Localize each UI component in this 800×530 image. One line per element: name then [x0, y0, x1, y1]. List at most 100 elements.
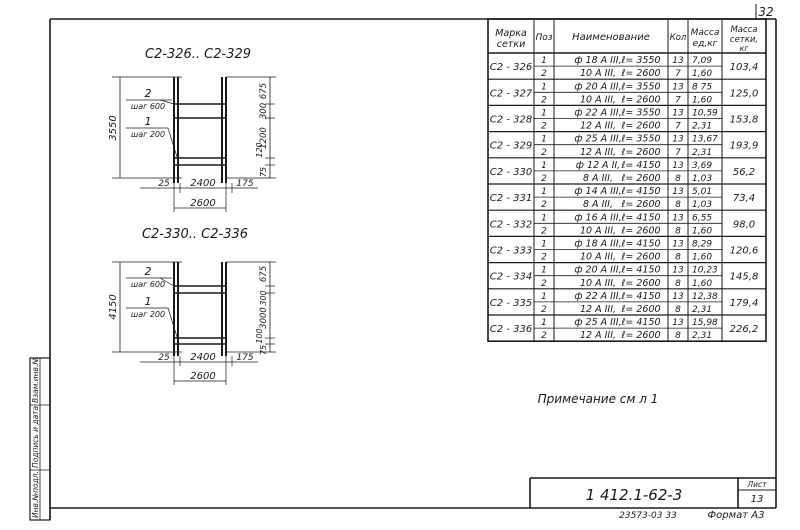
cell-diameter: 8 А III, — [583, 199, 613, 210]
dim-bottom-right-2: 3000 — [259, 307, 269, 329]
cell-diameter: ф 14 А III, — [574, 186, 621, 197]
mesh-diagram-top: С2-326.. С2-329 3550 675 300 1200 120 75… — [108, 47, 276, 212]
cell-quantity: 13 — [672, 135, 684, 145]
cell-unit-mass: 1,60 — [692, 279, 712, 289]
cell-length: ℓ= 2600 — [621, 330, 660, 341]
cell-diameter: 12 А III, — [580, 121, 616, 132]
cell-position: 2 — [541, 305, 547, 315]
cell-position: 2 — [541, 331, 547, 341]
cell-unit-mass: 13,67 — [692, 135, 718, 145]
header-unit-mass-line2: ед,кг — [693, 39, 718, 49]
label-bottom-position-1-step: шаг 200 — [131, 310, 165, 319]
cell-mark: С2 - 330 — [490, 167, 532, 178]
cell-quantity: 8 — [675, 253, 681, 263]
dim-top-right-4: 75 — [259, 167, 268, 177]
cell-diameter: ф 25 А III, — [574, 317, 621, 328]
cell-length: ℓ= 4150 — [621, 291, 660, 302]
cell-quantity: 8 — [675, 200, 681, 210]
cell-position: 1 — [541, 266, 547, 276]
dim-top-bottom-left: 25 — [158, 179, 170, 189]
cell-position: 2 — [541, 148, 547, 158]
label-bottom-position-2: 2 — [145, 265, 152, 278]
cell-diameter: ф 20 А III, — [574, 81, 621, 92]
header-name: Наименование — [572, 32, 650, 43]
cell-position: 2 — [541, 253, 547, 263]
cell-unit-mass: 5,01 — [692, 187, 712, 197]
cell-position: 2 — [541, 174, 547, 184]
dim-top-bottom-right: 175 — [236, 179, 253, 189]
cell-unit-mass: 2,31 — [692, 122, 712, 132]
cell-length: ℓ= 2600 — [621, 252, 660, 263]
cell-unit-mass: 7,09 — [692, 56, 712, 66]
cell-diameter: 12 А III, — [580, 304, 616, 315]
spec-table: Марка сетки Поз Наименование Кол Масса е… — [487, 18, 767, 343]
cell-length: ℓ= 2600 — [621, 304, 660, 315]
document-code: 1 412.1-62-3 — [586, 486, 683, 504]
cell-quantity: 13 — [672, 161, 684, 171]
cell-unit-mass: 10,23 — [692, 266, 718, 276]
cell-position: 2 — [541, 279, 547, 289]
cell-grid-mass: 98,0 — [733, 219, 755, 230]
cell-mark: С2 - 327 — [490, 88, 533, 99]
dim-bottom-right-0: 675 — [259, 266, 269, 282]
cell-diameter: 10 А III, — [580, 68, 616, 79]
stamp-replacement: Взам.инв.№ — [31, 357, 40, 403]
cell-grid-mass: 56,2 — [733, 167, 755, 178]
cell-diameter: 10 А III, — [580, 252, 616, 263]
stamp-signature-date: Подпись и дата — [31, 405, 40, 468]
cell-position: 2 — [541, 200, 547, 210]
spec-table-header: Марка сетки Поз Наименование Кол Масса е… — [495, 25, 758, 53]
dim-top-height: 3550 — [108, 115, 119, 140]
stamp-inventory: Инв.№подл. — [31, 471, 40, 518]
cell-length: ℓ= 2600 — [621, 173, 660, 184]
cell-unit-mass: 1,60 — [692, 69, 712, 79]
table-row: 2 10 А III, ℓ= 2600 8 1,60 — [541, 252, 712, 263]
spec-table-grid — [487, 18, 767, 343]
dim-bottom-bottom-left: 25 — [158, 353, 170, 363]
cell-length: ℓ= 4150 — [621, 212, 660, 223]
cell-quantity: 13 — [672, 82, 684, 92]
cell-quantity: 13 — [672, 56, 684, 66]
label-top-position-1: 1 — [145, 115, 152, 128]
cell-length: ℓ= 2600 — [621, 121, 660, 132]
cell-diameter: ф 12 А II, — [576, 160, 620, 171]
cell-position: 2 — [541, 69, 547, 79]
label-top-position-2-step: шаг 600 — [131, 102, 165, 111]
cell-unit-mass: 3,69 — [692, 161, 712, 171]
inventory-number: 23573-03 33 — [619, 511, 677, 521]
sheet-label: Лист — [746, 480, 767, 489]
cell-quantity: 8 — [675, 305, 681, 315]
cell-quantity: 7 — [675, 95, 681, 105]
cell-unit-mass: 1,60 — [692, 95, 712, 105]
cell-diameter: ф 20 А III, — [574, 265, 621, 276]
cell-diameter: 10 А III, — [580, 94, 616, 105]
dim-top-right-1: 300 — [259, 103, 269, 119]
cell-position: 1 — [541, 135, 547, 145]
cell-position: 1 — [541, 56, 547, 66]
cell-quantity: 7 — [675, 69, 681, 79]
label-bottom-position-2-step: шаг 600 — [131, 280, 165, 289]
cell-length: ℓ= 2600 — [621, 199, 660, 210]
cell-length: ℓ= 2600 — [621, 68, 660, 79]
dim-bottom-bottom-total: 2600 — [190, 371, 215, 382]
cell-grid-mass: 125,0 — [730, 88, 759, 99]
cell-unit-mass: 1,60 — [692, 253, 712, 263]
cell-mark: С2 - 333 — [490, 246, 532, 257]
